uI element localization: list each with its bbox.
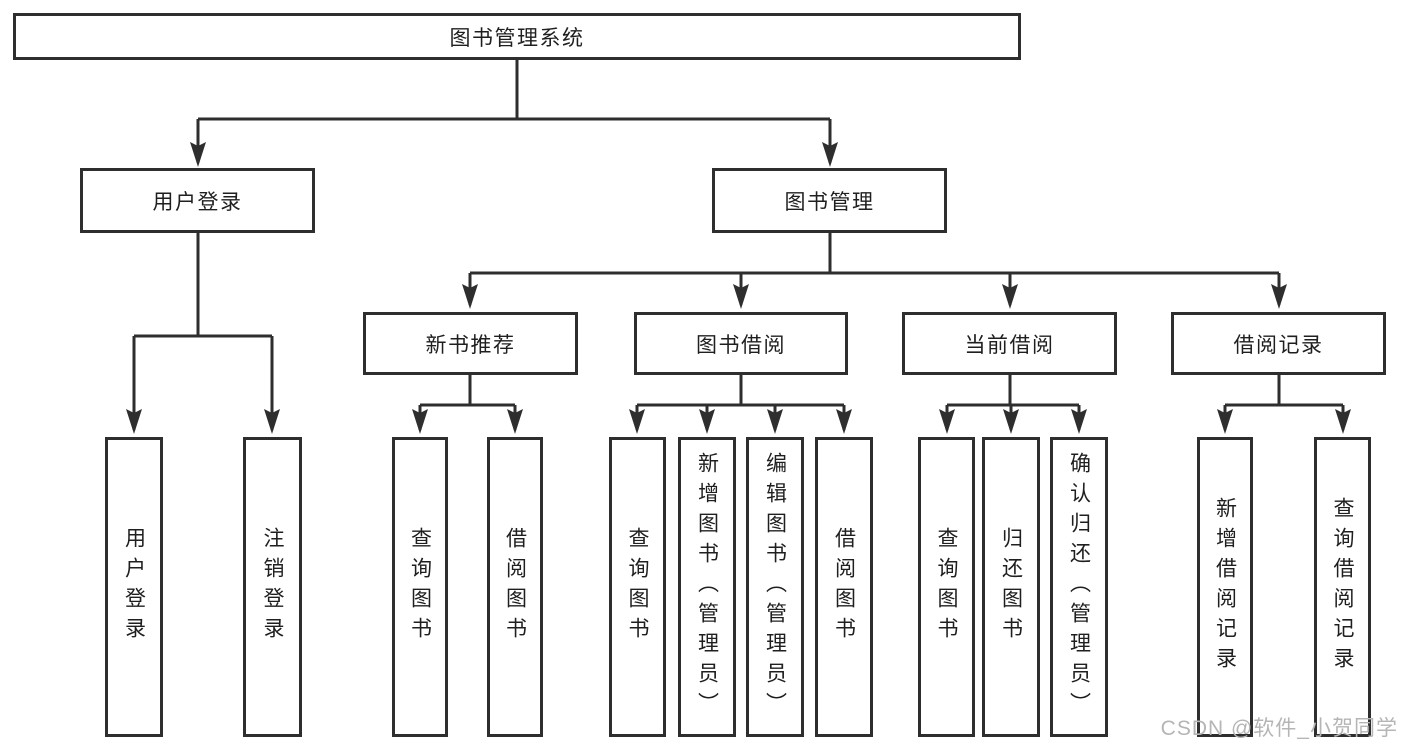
leaf-query-borrow-record: 查询借阅记录 (1314, 437, 1371, 737)
leaf-confirm-return-admin: 确认归还（管理员） (1050, 437, 1108, 737)
node-label: 图书管理 (784, 190, 875, 214)
node-label: 查询图书 (408, 527, 432, 647)
leaf-logout: 注销登录 (243, 437, 302, 737)
node-label: 用户登录 (122, 527, 146, 647)
node-label: 借阅图书 (832, 527, 856, 647)
leaf-borrow-books: 借阅图书 (815, 437, 873, 737)
node-user-login: 用户登录 (80, 168, 315, 233)
node-label: 新增借阅记录 (1213, 497, 1237, 677)
node-label: 确认归还（管理员） (1067, 452, 1091, 722)
node-label: 注销登录 (261, 527, 284, 647)
leaf-query-books-borrow: 查询图书 (609, 437, 666, 737)
leaf-add-book-admin: 新增图书（管理员） (678, 437, 736, 737)
node-label: 新增图书（管理员） (695, 452, 719, 722)
node-label: 查询图书 (626, 527, 649, 647)
csdn-watermark: CSDN @软件_小贺同学 (1160, 717, 1398, 740)
node-label: 编辑图书（管理员） (763, 452, 787, 722)
node-label: 新书推荐 (425, 333, 516, 357)
leaf-borrow-books-recommend: 借阅图书 (487, 437, 543, 737)
leaf-add-borrow-record: 新增借阅记录 (1197, 437, 1253, 737)
node-label: 借阅图书 (503, 527, 527, 647)
leaf-query-books-current: 查询图书 (918, 437, 975, 737)
node-borrow-records: 借阅记录 (1171, 312, 1386, 375)
node-library-management-system: 图书管理系统 (13, 13, 1021, 60)
leaf-query-books-recommend: 查询图书 (392, 437, 448, 737)
node-label: 归还图书 (999, 527, 1023, 647)
node-label: 查询图书 (935, 527, 958, 647)
leaf-return-book: 归还图书 (982, 437, 1040, 737)
node-label: 当前借阅 (964, 333, 1055, 357)
node-current-borrow: 当前借阅 (902, 312, 1117, 375)
node-new-book-recommend: 新书推荐 (363, 312, 578, 375)
node-label: 图书借阅 (696, 333, 786, 357)
node-label: 查询借阅记录 (1331, 497, 1354, 677)
node-book-management: 图书管理 (712, 168, 947, 233)
leaf-user-login: 用户登录 (105, 437, 163, 737)
node-book-borrow: 图书借阅 (634, 312, 848, 375)
node-label: 借阅记录 (1233, 333, 1324, 357)
node-label: 图书管理系统 (449, 26, 585, 50)
leaf-edit-book-admin: 编辑图书（管理员） (746, 437, 804, 737)
node-label: 用户登录 (152, 190, 243, 214)
